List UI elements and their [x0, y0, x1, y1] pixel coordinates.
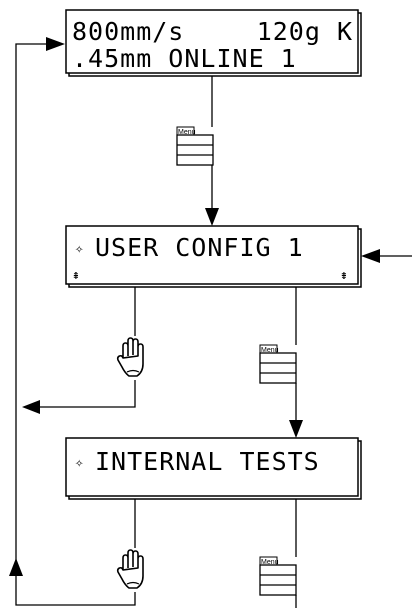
- menu-label: Menu: [261, 347, 279, 354]
- hand-icon: [116, 337, 144, 377]
- bullet-icon: ✧: [75, 241, 84, 257]
- internal-tests-title: INTERNAL TESTS: [95, 447, 320, 476]
- menu-key-icon: Menu: [176, 126, 214, 166]
- left-arrow-icon: ⇞: [72, 268, 81, 283]
- menu-key-icon: Menu: [259, 344, 297, 384]
- menu-key-icon: Menu: [259, 556, 297, 596]
- menu-label: Menu: [178, 129, 196, 136]
- right-arrow-icon: ⇟: [340, 268, 349, 283]
- internal-tests-display: ✧ INTERNAL TESTS: [65, 437, 362, 500]
- user-config-display: ✧ USER CONFIG 1 ⇞ ⇟: [65, 225, 362, 288]
- bullet-icon: ✧: [75, 455, 84, 471]
- status-weight: 120g K: [257, 17, 353, 46]
- status-display: 800mm/s 120g K .45mm ONLINE 1: [65, 9, 362, 77]
- hand-icon: [116, 549, 144, 589]
- status-speed: 800mm/s: [72, 17, 184, 46]
- user-config-title: USER CONFIG 1: [95, 233, 304, 262]
- menu-label: Menu: [261, 559, 279, 566]
- arrow-icon: [9, 37, 380, 576]
- connectors: [15, 43, 412, 608]
- status-line2: .45mm ONLINE 1: [72, 44, 297, 73]
